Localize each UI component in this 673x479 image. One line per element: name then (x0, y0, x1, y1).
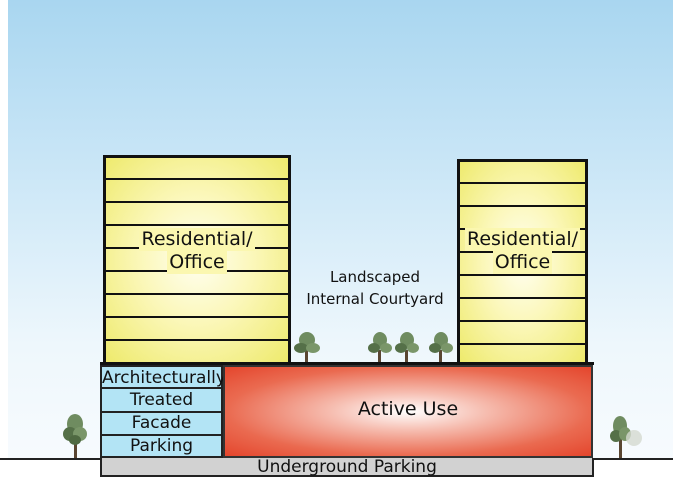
left-tower-label-line-1: Residential/ (139, 228, 255, 251)
tree-icon (294, 332, 320, 362)
tree-icon (368, 332, 392, 362)
right-tower: Residential/ Office (457, 159, 588, 362)
left-tower: Residential/ Office (103, 155, 291, 362)
tree-icon (63, 414, 87, 458)
courtyard-label-line-2: Internal Courtyard (306, 290, 444, 308)
tree-icon (610, 416, 642, 458)
tree-icon (429, 332, 453, 362)
right-tower-label-line-2: Office (492, 251, 553, 274)
facade-divider (102, 434, 221, 436)
floor-line (103, 178, 291, 180)
courtyard-label-line-1: Landscaped (329, 268, 421, 286)
facade-label-line-4: Parking (129, 436, 194, 456)
courtyard-label: Landscaped Internal Courtyard (290, 266, 460, 310)
floor-line (457, 274, 588, 276)
facade-divider (102, 411, 221, 413)
facade-label-line-1: Architecturally (102, 368, 226, 388)
underground-parking: Underground Parking (100, 457, 594, 477)
treated-facade-parking: Architecturally Treated Facade Parking (100, 365, 226, 458)
floor-line (103, 201, 291, 203)
facade-label-line-2: Treated (129, 390, 194, 410)
podium-roof-line (100, 362, 594, 365)
floor-line (103, 224, 291, 226)
underground-parking-label: Underground Parking (257, 457, 437, 477)
floor-line (103, 339, 291, 341)
right-tower-label-line-1: Residential/ (464, 228, 581, 251)
left-tower-label-line-2: Office (167, 251, 227, 274)
floor-line (457, 205, 588, 207)
floor-line (457, 297, 588, 299)
tree-icon (395, 332, 419, 362)
facade-divider (102, 387, 221, 389)
facade-label-line-3: Facade (131, 413, 192, 433)
floor-line (457, 343, 588, 345)
floor-line (457, 159, 588, 162)
active-use-block: Active Use (223, 365, 593, 458)
floor-line (103, 316, 291, 318)
floor-line (103, 155, 291, 158)
floor-line (103, 293, 291, 295)
floor-line (457, 320, 588, 322)
floor-line (457, 182, 588, 184)
active-use-label: Active Use (357, 398, 459, 420)
